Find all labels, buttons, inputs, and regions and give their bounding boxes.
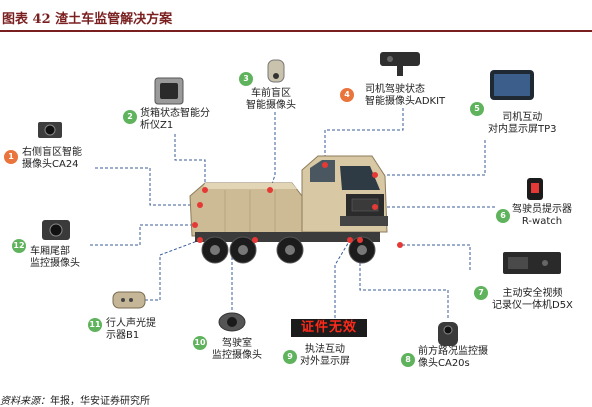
callout-12-line-1: 车厢尾部: [30, 246, 70, 257]
connector-7: [400, 244, 471, 270]
badge-2: 2: [123, 110, 137, 124]
dump-truck-image: [189, 155, 403, 264]
side-camera-icon: [38, 122, 62, 138]
badge-12: 12: [12, 239, 26, 253]
connector-3: [269, 112, 276, 191]
callout-5: 司机互动 对内显示屏TP3: [488, 112, 557, 136]
callout-5-line-1: 司机互动: [502, 112, 543, 123]
callout-4-line-1: 司机驾驶状态: [365, 84, 425, 95]
badge-3: 3: [239, 72, 253, 86]
callout-7-line-1: 主动安全视频: [502, 288, 563, 299]
callout-9: 执法互动 对外显示屏: [300, 344, 350, 368]
figure-header: 图表 42 渣土车监管解决方案: [0, 0, 592, 32]
connector-11: [145, 239, 201, 301]
figure-title: 图表 42 渣土车监管解决方案: [2, 12, 173, 27]
driver-camera-icon: [380, 52, 420, 76]
callout-2-line-2: 析仪Z1: [140, 120, 174, 131]
badge-8: 8: [401, 353, 415, 367]
callout-11-line-1: 行人声光提: [106, 318, 156, 329]
title-rule: [0, 30, 592, 32]
sensor-points: [192, 162, 403, 248]
badge-1: 1: [4, 150, 18, 164]
callout-12-line-2: 监控摄像头: [30, 258, 80, 269]
figure-footer: 资料来源：年报，华安证券研究所: [0, 392, 150, 407]
road-camera-icon: [438, 322, 458, 346]
callout-9-line-2: 对外显示屏: [300, 356, 350, 367]
callout-1: 右侧盲区智能 摄像头CA24: [22, 147, 82, 171]
badge-9: 9: [283, 350, 297, 364]
callout-4-line-2: 智能摄像头ADKIT: [365, 96, 446, 107]
callout-4: 司机驾驶状态 智能摄像头ADKIT: [365, 84, 445, 108]
truck-bumper: [340, 216, 388, 226]
video-recorder-icon: [503, 252, 561, 274]
connector-1: [95, 167, 200, 206]
callout-11: 行人声光提 示器B1: [106, 318, 156, 342]
callout-7-line-2: 记录仪一体机D5X: [492, 300, 573, 311]
display-screen-icon: [490, 70, 534, 100]
callout-7: 主动安全视频 记录仪一体机D5X: [492, 288, 573, 312]
dome-camera-icon: [218, 312, 246, 332]
alarm-watch-icon: [527, 178, 543, 200]
callout-10-line-2: 监控摄像头: [212, 350, 262, 361]
connector-2: [174, 134, 206, 190]
callout-8-line-1: 前方路况监控摄: [418, 346, 488, 357]
connector-8: [359, 240, 449, 318]
badge-11: 11: [88, 318, 102, 332]
callout-3-line-1: 车前盲区: [251, 88, 291, 99]
callout-3-line-2: 智能摄像头: [246, 100, 296, 111]
callout-6-line-1: 驾驶员提示器: [512, 204, 572, 215]
connector-4: [324, 108, 404, 165]
badge-5: 5: [470, 102, 484, 116]
callout-9-line-1: 执法互动: [305, 344, 345, 355]
rear-camera-icon: [42, 220, 70, 240]
callout-10-line-1: 驾驶室: [222, 338, 252, 349]
source-text: 年报，华安证券研究所: [50, 396, 150, 407]
led-display-icon: 证件无效: [291, 319, 367, 337]
callout-1-line-1: 右侧盲区智能: [22, 147, 82, 158]
callout-6-line-2: R-watch: [521, 216, 563, 227]
truck-wheels: [201, 236, 376, 264]
source-label: 资料来源：: [0, 396, 50, 407]
front-camera-icon: [267, 59, 285, 83]
truck-windshield: [340, 166, 380, 190]
speaker-light-icon: [112, 291, 146, 309]
connector-5: [375, 140, 486, 176]
callout-12: 车厢尾部 监控摄像头: [30, 246, 80, 270]
callout-5-line-2: 对内显示屏TP3: [488, 124, 557, 135]
badge-6: 6: [496, 209, 510, 223]
callout-8: 前方路况监控摄 像头CA20s: [418, 346, 488, 370]
truck-bed-top: [203, 183, 297, 189]
callout-2: 货箱状态智能分 析仪Z1: [140, 108, 210, 132]
badge-4: 4: [340, 88, 354, 102]
connector-lines: [90, 108, 495, 318]
callout-3: 车前盲区 智能摄像头: [246, 88, 296, 112]
callout-10: 驾驶室 监控摄像头: [212, 338, 262, 362]
callout-1-line-2: 摄像头CA24: [22, 159, 79, 170]
cargo-analyzer-icon: [154, 77, 184, 105]
callout-11-line-2: 示器B1: [106, 330, 140, 341]
callout-6: 驾驶员提示器 R-watch: [512, 204, 572, 228]
truck-side-window: [310, 160, 335, 182]
callout-2-line-1: 货箱状态智能分: [140, 108, 210, 119]
badge-7: 7: [474, 286, 488, 300]
connector-9: [334, 239, 351, 318]
badge-10: 10: [193, 336, 207, 350]
connector-12: [90, 224, 195, 246]
callout-8-line-2: 像头CA20s: [418, 358, 470, 369]
diagram-canvas: [38, 52, 561, 346]
